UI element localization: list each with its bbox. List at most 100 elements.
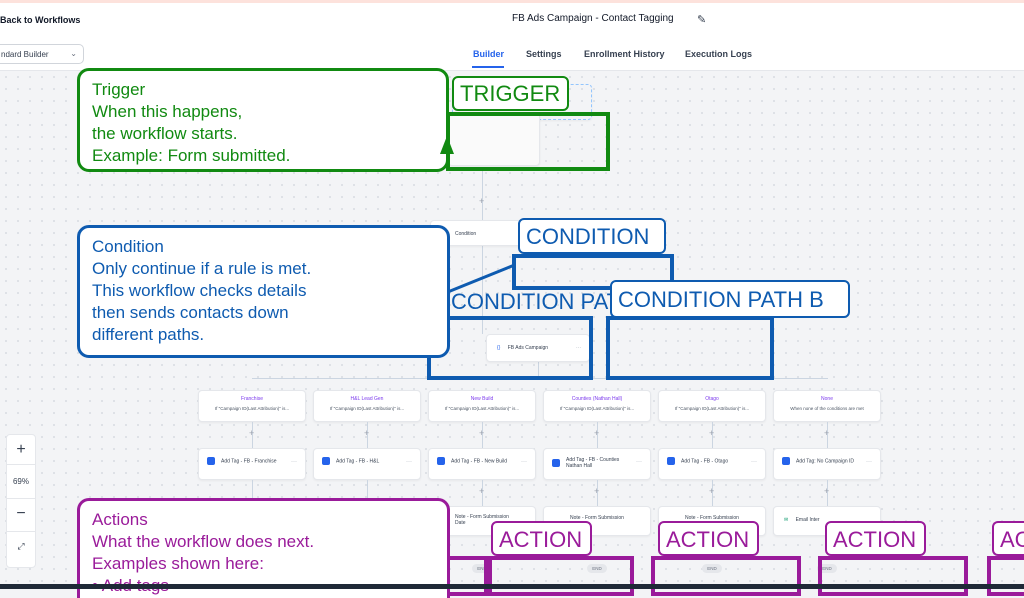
- more-dots-icon[interactable]: ···: [866, 459, 872, 465]
- action-label: Add Tag - FB - Franchise: [221, 458, 277, 465]
- connector-line: [482, 170, 483, 220]
- action-highlight-box: [446, 556, 488, 596]
- action-label: Add Tag - FB - H&L: [336, 458, 380, 465]
- add-tag-action[interactable]: Add Tag - FB - New Build···: [428, 448, 536, 480]
- connector-line: [597, 480, 598, 506]
- tag-icon: [437, 457, 445, 465]
- branch-node[interactable]: Counties (Nathan Hall) If "Campaign ID(L…: [543, 390, 651, 422]
- branch-node[interactable]: None When none of the conditions are met: [773, 390, 881, 422]
- trigger-highlight-box: [446, 112, 610, 171]
- note-label: Note - Form Submission: [685, 515, 739, 521]
- workflow-title[interactable]: FB Ads Campaign - Contact Tagging: [512, 13, 674, 24]
- connector-line: [827, 480, 828, 506]
- trigger-callout: Trigger When this happens, the workflow …: [77, 68, 449, 172]
- callout-line: Actions: [92, 510, 148, 529]
- trigger-label: TRIGGER: [452, 76, 569, 111]
- add-tag-action[interactable]: Add Tag - FB - Counties Nathan Hall ···: [543, 448, 651, 480]
- trigger-placeholder[interactable]: [448, 112, 540, 166]
- branch-description: If "Campaign ID(Last Attribution)" is...: [674, 406, 750, 411]
- condition-path-b-box: [606, 316, 774, 380]
- more-dots-icon[interactable]: ···: [521, 459, 527, 465]
- branch-description: If "Campaign ID(Last Attribution)" is...: [214, 406, 290, 411]
- add-step-icon[interactable]: +: [479, 428, 485, 438]
- action-label: Add Tag - FB - Counties Nathan Hall: [566, 457, 620, 469]
- action-highlight-box: [818, 556, 968, 596]
- active-tab-indicator: [472, 66, 504, 68]
- more-dots-icon[interactable]: ···: [291, 459, 297, 465]
- zoom-level: 69%: [12, 477, 29, 486]
- condition-path-a-label: CONDITION PATH A: [451, 289, 621, 314]
- zoom-out-button[interactable]: −: [16, 505, 26, 522]
- branch-name: Franchise: [241, 396, 263, 402]
- connector-line: [482, 480, 483, 506]
- tab-settings[interactable]: Settings: [526, 49, 562, 59]
- tag-icon: [552, 459, 560, 467]
- branch-node[interactable]: Otago If "Campaign ID(Last Attribution)"…: [658, 390, 766, 422]
- callout-line: Condition: [92, 237, 164, 256]
- connector-line: [482, 422, 483, 448]
- end-marker: END: [817, 564, 837, 573]
- action-label-tag: ACTION: [658, 521, 759, 556]
- branch-name: Otago: [705, 396, 719, 402]
- add-step-icon[interactable]: +: [709, 428, 715, 438]
- pencil-icon[interactable]: ✎: [697, 14, 707, 26]
- campaign-node[interactable]: {} FB Ads Campaign ···: [486, 334, 590, 362]
- connector-line: [482, 246, 483, 334]
- tab-execution-logs[interactable]: Execution Logs: [685, 49, 753, 59]
- add-step-icon[interactable]: +: [824, 486, 830, 496]
- branch-description: If "Campaign ID(Last Attribution)" is...: [444, 406, 520, 411]
- add-step-icon[interactable]: +: [594, 428, 600, 438]
- tag-icon: [207, 457, 215, 465]
- tab-enrollment-history[interactable]: Enrollment History: [584, 49, 665, 59]
- back-to-workflows-link[interactable]: Back to Workflows: [0, 15, 81, 25]
- action-highlight-box: [651, 556, 801, 596]
- connector-line: [597, 422, 598, 448]
- tab-builder[interactable]: Builder: [473, 49, 505, 59]
- note-label: Note - Form Submission Date: [455, 514, 509, 526]
- more-dots-icon[interactable]: ···: [576, 345, 581, 351]
- more-dots-icon[interactable]: ···: [406, 459, 412, 465]
- note-label: Note - Form Submission: [570, 515, 624, 521]
- more-dots-icon[interactable]: ···: [636, 459, 642, 465]
- callout-line: Trigger: [92, 80, 146, 99]
- action-label-tag: AC: [992, 521, 1024, 556]
- more-dots-icon[interactable]: ···: [751, 459, 757, 465]
- add-step-icon[interactable]: +: [594, 486, 600, 496]
- zoom-in-button[interactable]: +: [16, 441, 26, 458]
- add-step-icon[interactable]: +: [479, 196, 485, 206]
- add-tag-action[interactable]: Add Tag: No Campaign ID ···: [773, 448, 881, 480]
- chevron-down-icon: ⌄: [70, 49, 77, 58]
- branch-name: Counties (Nathan Hall): [571, 396, 623, 402]
- action-label: Add Tag: No Campaign ID: [796, 458, 854, 465]
- end-marker: END: [702, 564, 722, 573]
- add-step-icon[interactable]: +: [249, 428, 255, 438]
- callout-line: Example: Form submitted.: [92, 146, 291, 165]
- connector-line: [367, 422, 368, 448]
- callout-line: When this happens,: [92, 102, 243, 121]
- trigger-arrow-icon: [440, 136, 454, 154]
- branch-name: None: [821, 396, 833, 402]
- add-step-icon[interactable]: +: [709, 486, 715, 496]
- add-step-icon[interactable]: +: [479, 486, 485, 496]
- branch-node[interactable]: H&L Lead Gen If "Campaign ID(Last Attrib…: [313, 390, 421, 422]
- add-step-icon[interactable]: +: [364, 428, 370, 438]
- tab-bar: [0, 40, 1024, 71]
- add-tag-action[interactable]: Add Tag - FB - Franchise ···: [198, 448, 306, 480]
- branch-node[interactable]: New Build If "Campaign ID(Last Attributi…: [428, 390, 536, 422]
- branch-description: When none of the conditions are met: [790, 406, 864, 411]
- add-tag-action[interactable]: Add Tag - FB - H&L ···: [313, 448, 421, 480]
- callout-line: different paths.: [92, 325, 205, 344]
- fit-screen-icon[interactable]: ⤢: [17, 541, 25, 551]
- action-label-tag: ACTION: [825, 521, 926, 556]
- builder-type-select[interactable]: ndard Builder ⌄: [0, 44, 84, 64]
- add-tag-action[interactable]: Add Tag - FB - Otago···: [658, 448, 766, 480]
- branch-node[interactable]: Franchise If "Campaign ID(Last Attributi…: [198, 390, 306, 422]
- tag-icon: [322, 457, 330, 465]
- code-braces-icon: {}: [497, 345, 501, 351]
- add-step-icon[interactable]: +: [824, 428, 830, 438]
- callout-line: the workflow starts.: [92, 124, 238, 143]
- branch-name: H&L Lead Gen: [350, 396, 384, 402]
- branch-description: If "Campaign ID(Last Attribution)" is...: [329, 406, 405, 411]
- callout-line: Examples shown here:: [92, 554, 264, 573]
- connector-line: [712, 422, 713, 448]
